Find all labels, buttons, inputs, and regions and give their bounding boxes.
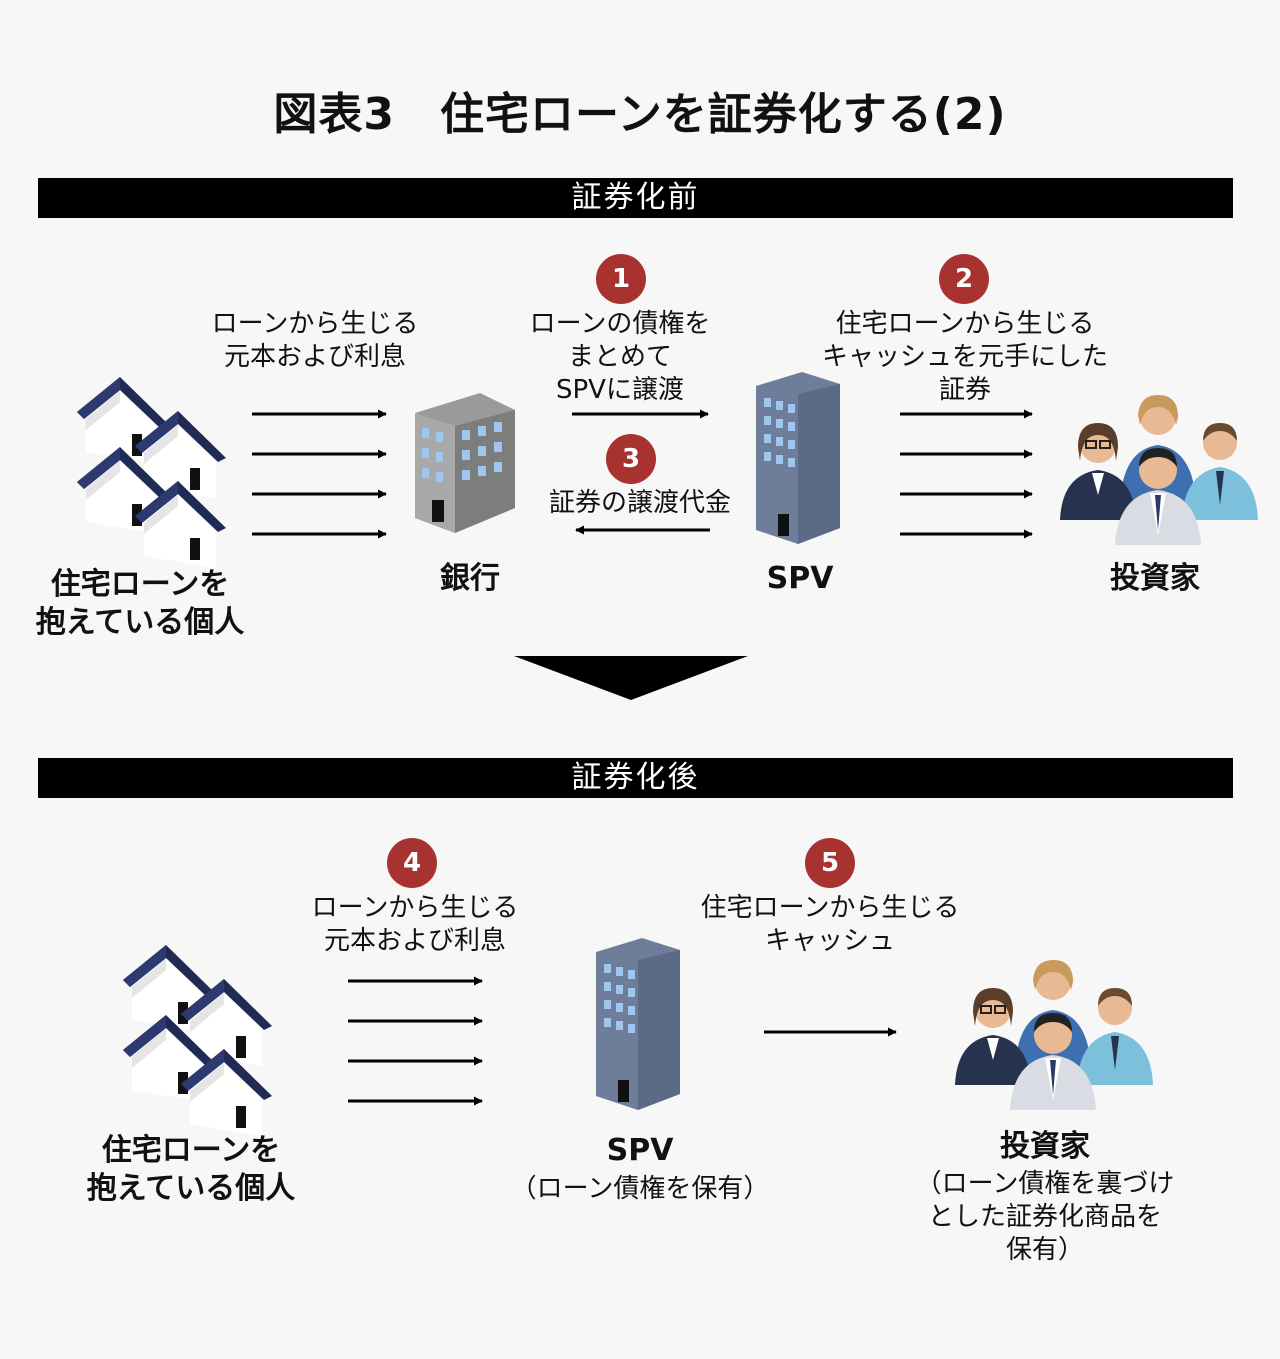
step-badge-5: 5 — [805, 838, 855, 888]
note-step-4: ローンから生じる 元本および利息 — [270, 892, 560, 958]
step-badge-1: 1 — [596, 254, 646, 304]
note-step-3: 証券の譲渡代金 — [548, 488, 731, 518]
arrows-individual-to-spv — [348, 976, 483, 1106]
sublabel-line: 保有） — [1005, 1235, 1084, 1265]
investors-icon — [1059, 394, 1259, 546]
arrow-spv-to-investors — [764, 1027, 897, 1037]
arrows-individual-to-bank — [252, 409, 387, 539]
note-line: 住宅ローンから生じる — [835, 309, 1095, 339]
label-line: 住宅ローンを — [101, 1133, 281, 1168]
note-line: 住宅ローンから生じる — [700, 893, 960, 923]
step-badge-2: 2 — [939, 254, 989, 304]
section-header-before: 証券化前 — [38, 178, 1233, 218]
sublabel-line: とした証券化商品を — [927, 1202, 1162, 1232]
transition-arrow-icon — [514, 656, 748, 700]
note-step-5: 住宅ローンから生じる キャッシュ — [660, 892, 1000, 958]
label-bank: 銀行 — [440, 561, 500, 596]
step-badge-3: 3 — [606, 434, 656, 484]
houses-icon — [77, 377, 226, 568]
spv-building-icon — [756, 372, 840, 544]
sublabel-investor: （ローン債権を裏づけ とした証券化商品を 保有） — [880, 1168, 1210, 1267]
note-principal-interest: ローンから生じる 元本および利息 — [170, 308, 460, 374]
note-line: ローンから生じる — [211, 309, 419, 339]
note-line: 証券 — [938, 375, 991, 405]
sublabel-line: （ローン債権を裏づけ — [915, 1169, 1175, 1199]
houses-icon — [123, 945, 272, 1136]
label-spv: SPV — [606, 1133, 674, 1168]
label-spv: SPV — [766, 561, 834, 596]
label-line: 住宅ローンを — [50, 567, 230, 602]
label-investor: 投資家 — [1000, 1129, 1090, 1164]
section-header-after: 証券化後 — [38, 758, 1233, 798]
note-line: SPVに譲渡 — [556, 375, 684, 405]
arrows-spv-to-investors — [900, 409, 1033, 539]
note-line: ローンから生じる — [311, 893, 519, 923]
label-individual: 住宅ローンを 抱えている個人 — [20, 566, 260, 642]
spv-building-icon — [596, 938, 680, 1110]
note-line: キャッシュ — [764, 926, 895, 956]
diagram-title: 図表3 住宅ローンを証券化する(2) — [273, 89, 1007, 140]
note-line: キャッシュを元手にした — [821, 342, 1108, 372]
note-step-2: 住宅ローンから生じる キャッシュを元手にした 証券 — [790, 308, 1140, 407]
sublabel-spv: （ローン債権を保有） — [510, 1174, 770, 1204]
label-individual: 住宅ローンを 抱えている個人 — [66, 1132, 316, 1208]
note-line: まとめて — [567, 342, 672, 372]
note-line: 元本および利息 — [223, 342, 406, 372]
label-line: 抱えている個人 — [86, 1171, 296, 1206]
label-line: 抱えている個人 — [35, 605, 245, 640]
note-line: ローンの債権を — [529, 309, 711, 339]
investors-icon — [954, 959, 1154, 1111]
note-step-1: ローンの債権を まとめて SPVに譲渡 — [490, 308, 750, 407]
note-line: 元本および利息 — [323, 926, 506, 956]
arrows-bank-spv — [572, 409, 710, 535]
label-investor: 投資家 — [1110, 561, 1200, 596]
step-badge-4: 4 — [387, 838, 437, 888]
bank-building-icon — [415, 393, 515, 533]
